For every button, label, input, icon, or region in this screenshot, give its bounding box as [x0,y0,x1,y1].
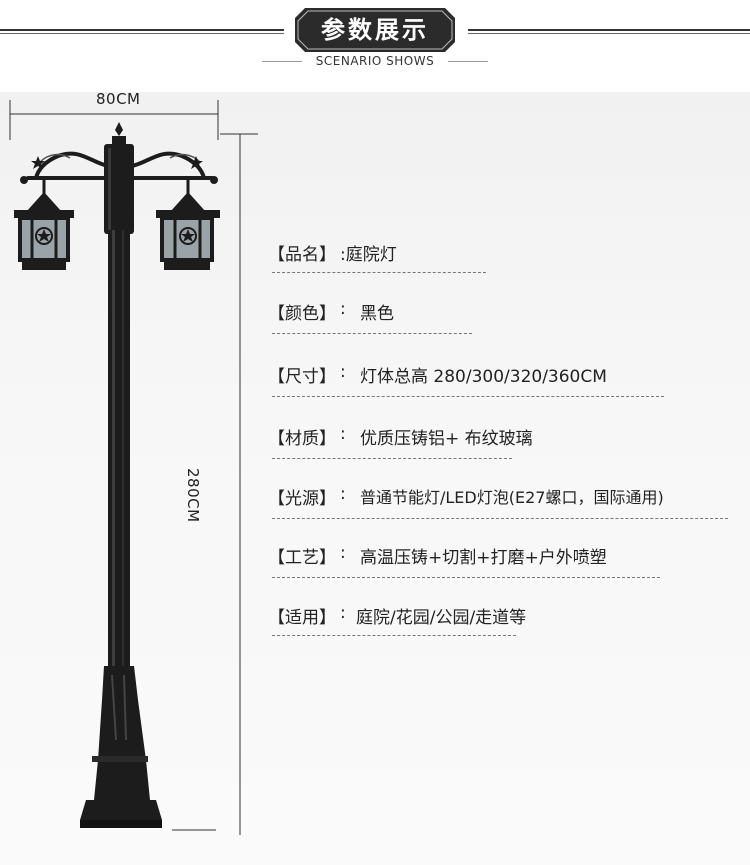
width-dimension-label: 80CM [96,90,141,108]
spec-divider [272,396,664,397]
spec-label: 工艺 [285,548,319,568]
left-lantern [14,180,74,270]
spec-label: 颜色 [285,304,319,324]
spec-divider [272,577,660,578]
spec-label: 适用 [285,608,319,628]
height-dimension-line [172,133,258,835]
spec-label: 光源 [285,489,319,509]
spec-divider [272,458,512,459]
spec-value: :庭院灯 [340,245,397,265]
spec-value: 黑色 [360,304,394,324]
width-dimension-line [9,100,219,140]
subtitle-rule-right [448,61,488,62]
spec-divider [272,333,472,334]
spec-label: 材质 [285,429,319,449]
header-rule-left [0,29,284,31]
spec-label: 品名 [285,245,319,265]
title-badge: 参数展示 [295,8,455,52]
header-rule-right [468,29,750,31]
spec-value: 普通节能灯/LED灯泡(E27螺口，国际通用) [360,488,664,507]
spec-value: 优质压铸铝+ 布纹玻璃 [360,429,533,449]
spec-divider [272,518,728,519]
header-rule-left-thin [0,33,284,34]
page-subtitle: SCENARIO SHOWS [315,54,435,68]
section-header: 参数展示 SCENARIO SHOWS [0,0,750,78]
spec-value: 灯体总高 280/300/320/360CM [360,367,607,387]
height-dimension-label: 280CM [184,468,202,523]
spec-divider [272,272,486,273]
spec-label: 尺寸 [285,367,319,387]
page-title: 参数展示 [321,15,429,44]
spec-value: 庭院/花园/公园/走道等 [356,608,527,628]
spec-value: 高温压铸+切割+打磨+户外喷塑 [360,548,607,568]
header-rule-right-thin [468,33,750,34]
spec-divider [272,635,516,636]
lamp-illustration [9,100,258,835]
right-lantern [156,180,220,270]
badge-shape-icon [295,8,455,52]
subtitle-rule-left [262,61,302,62]
